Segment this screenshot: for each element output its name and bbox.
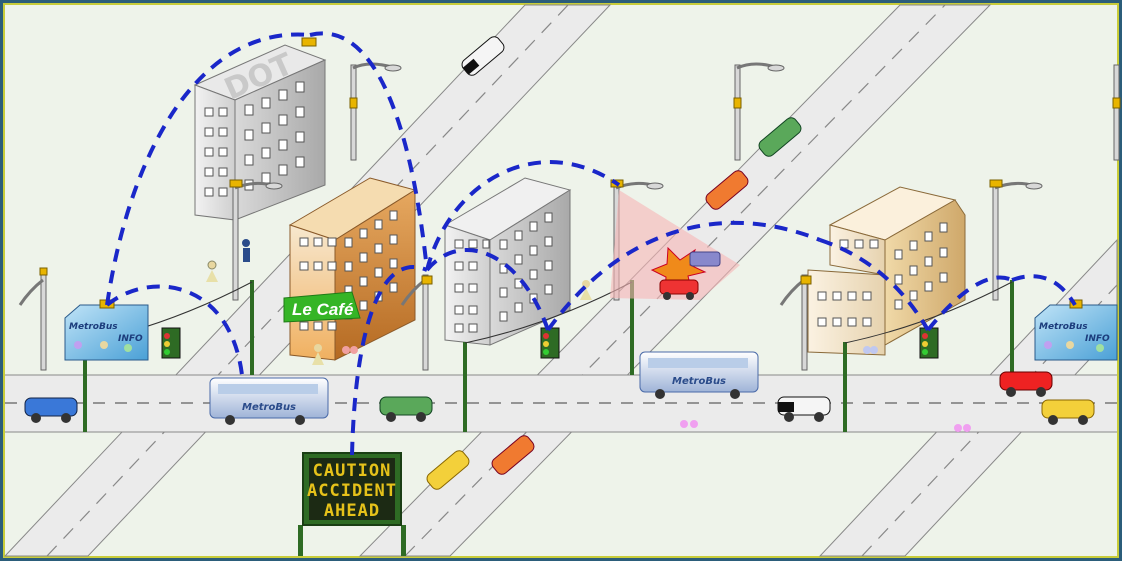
bus-stop-right: MetroBus INFO (1035, 300, 1117, 360)
bus-right: MetroBus (640, 352, 758, 399)
bus-right-label: MetroBus (672, 376, 726, 387)
sign-line-2: ACCIDENT (307, 481, 397, 501)
bus-left: MetroBus (210, 378, 328, 425)
bus-stop-left-label: MetroBus (69, 322, 118, 332)
sign-line-1: CAUTION (313, 461, 392, 481)
dot-antenna (302, 38, 316, 46)
cafe-sign: Le Café (292, 300, 353, 319)
sign-line-3: AHEAD (324, 501, 380, 521)
bus-stop-right-info: INFO (1085, 334, 1110, 344)
bus-left-label: MetroBus (242, 402, 296, 413)
bus-stop-left-info: INFO (118, 334, 143, 344)
bus-stop-right-label: MetroBus (1039, 322, 1088, 332)
bus-stop-left: MetroBus INFO (65, 300, 148, 360)
crashed-car-blue (690, 252, 720, 266)
